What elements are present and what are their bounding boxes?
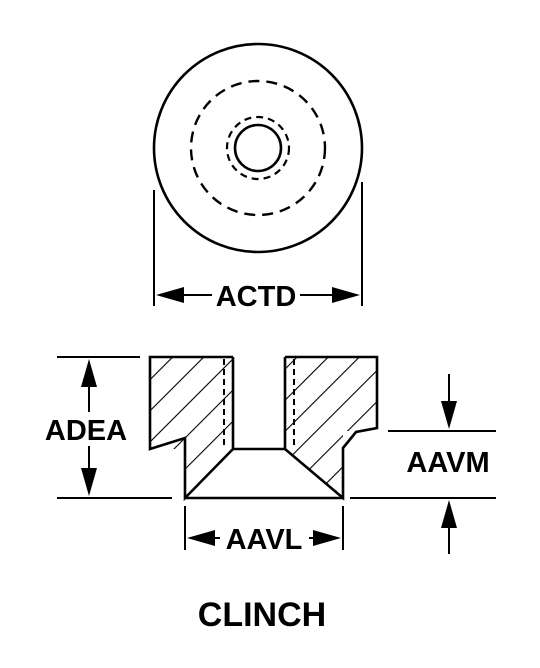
actd-dimension [153, 182, 363, 306]
aavm-arrow-down [441, 401, 457, 429]
aavm-dimension [350, 374, 496, 554]
hidden-shank-circle [189, 79, 327, 217]
left-section-hatch [150, 357, 233, 498]
thread-circle [233, 123, 283, 173]
diagram-title: CLINCH [198, 596, 326, 634]
right-section-hatch [285, 357, 377, 498]
outer-circle [152, 42, 364, 254]
adea-dimension [57, 356, 172, 499]
top-view [152, 42, 364, 254]
aavl-label: AAVL [226, 524, 303, 556]
adea-label: ADEA [45, 415, 127, 447]
hidden-bore-circle [225, 115, 291, 181]
aavl-arrow-right [313, 530, 341, 546]
right-outline [283, 355, 379, 501]
adea-arrow-down [81, 468, 97, 496]
actd-label: ACTD [216, 281, 297, 313]
aavl-arrow-left [187, 530, 215, 546]
actd-arrow-left [156, 287, 184, 303]
aavm-arrow-up [441, 500, 457, 528]
aavm-label: AAVM [406, 447, 489, 479]
section-view [148, 355, 379, 502]
actd-arrow-right [332, 287, 360, 303]
adea-arrow-up [81, 359, 97, 387]
